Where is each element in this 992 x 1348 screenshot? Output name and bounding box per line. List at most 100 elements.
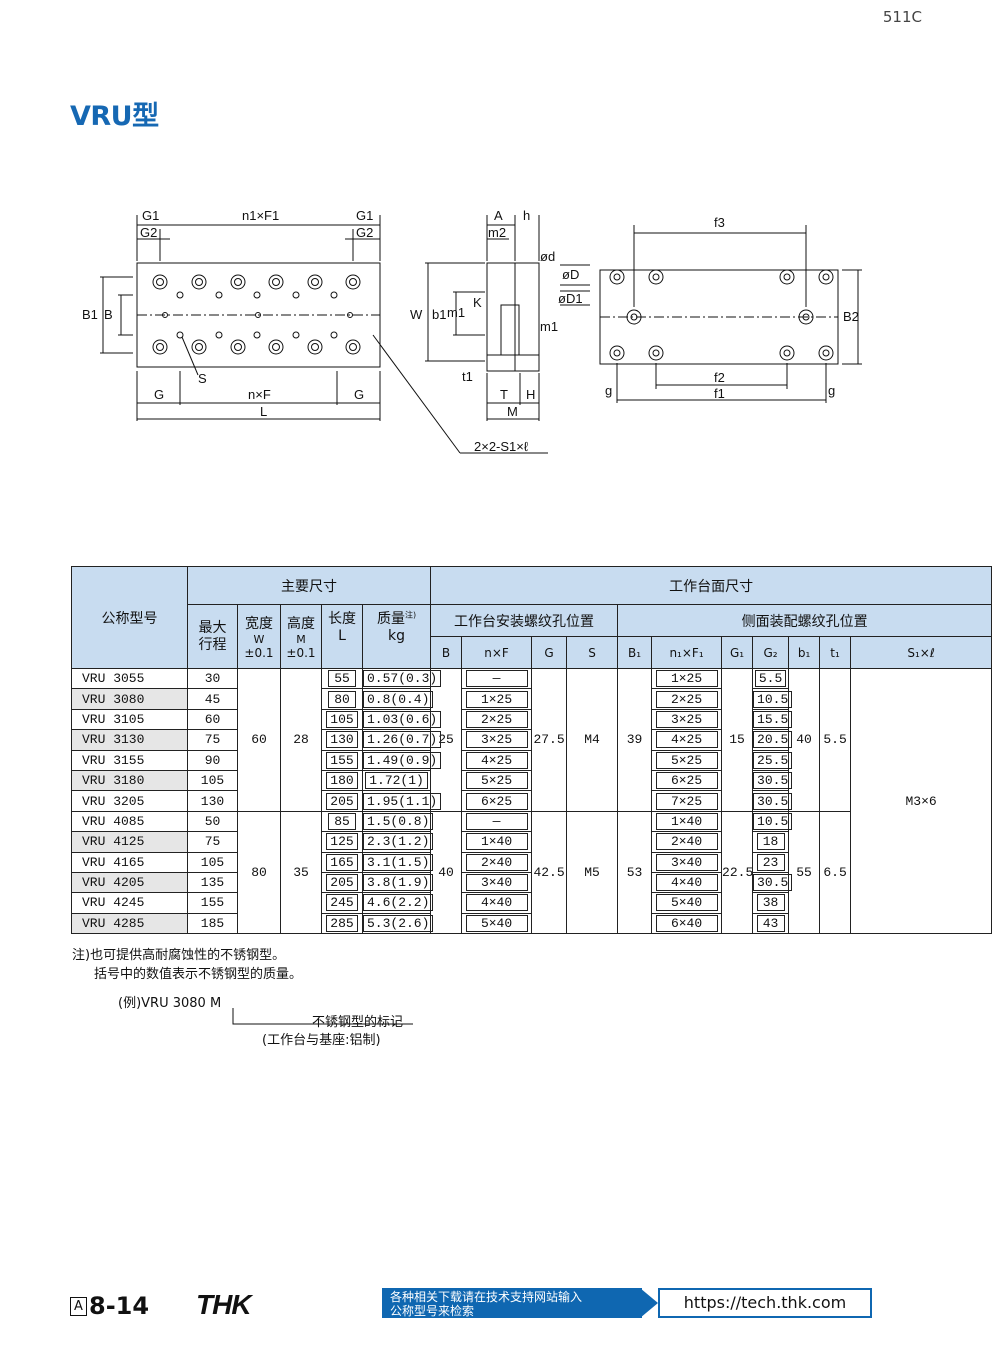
cell-g2: 43 bbox=[752, 912, 790, 935]
cell-nf: — bbox=[461, 667, 533, 690]
cell-b1-small: 55 bbox=[788, 810, 821, 935]
label-t1: t1 bbox=[462, 369, 473, 384]
cell-mass: 1.72(1) bbox=[361, 769, 432, 792]
cell-g1: 22.5 bbox=[721, 810, 753, 935]
cell-nf: 5×40 bbox=[461, 912, 533, 935]
col-g1: G₁ bbox=[721, 636, 754, 669]
col-n1f1: n₁×F₁ bbox=[651, 636, 723, 669]
download-banner[interactable]: 各种相关下载请在技术支持网站输入公称型号来检索 bbox=[382, 1288, 642, 1318]
cell-width: 80 bbox=[237, 810, 281, 935]
label-d: ød bbox=[540, 249, 555, 264]
cell-length: 85 bbox=[321, 810, 363, 833]
label-g-top-left: g bbox=[605, 383, 612, 398]
label-b: B bbox=[104, 307, 113, 322]
cell-b1: 39 bbox=[617, 668, 653, 812]
cell-model: VRU 3080 bbox=[71, 688, 188, 710]
cell-g2: 20.5 bbox=[752, 729, 793, 751]
section-badge: A bbox=[70, 1297, 87, 1316]
example: (例)VRU 3080 M bbox=[118, 992, 221, 1011]
cell-n1f1: 3×40 bbox=[651, 851, 723, 873]
cell-g2: 15.5 bbox=[752, 708, 793, 731]
col-t1: t₁ bbox=[819, 636, 852, 669]
cell-mass: 3.8(1.9) bbox=[361, 871, 434, 894]
label-n1f1: n1×F1 bbox=[242, 208, 279, 223]
cell-g2: 38 bbox=[752, 892, 790, 914]
cell-g1: 15 bbox=[721, 668, 754, 812]
cell-g2: 10.5 bbox=[752, 688, 793, 710]
label-m1-right: m1 bbox=[540, 319, 558, 334]
page-code: 511C bbox=[882, 8, 922, 26]
cell-stroke: 30 bbox=[187, 667, 238, 690]
hdr-main-dims: 主要尺寸 bbox=[186, 566, 432, 605]
label-hh: H bbox=[526, 387, 535, 402]
banner-arrow-icon bbox=[640, 1288, 658, 1318]
label-callout: 2×2-S1×ℓ bbox=[474, 439, 529, 454]
label-g-left: G bbox=[154, 387, 164, 402]
label-w: W bbox=[410, 307, 423, 322]
label-g1-right: G1 bbox=[356, 208, 373, 223]
cell-mass: 4.6(2.2) bbox=[361, 892, 434, 914]
cell-nf: — bbox=[461, 810, 533, 833]
cell-n1f1: 6×25 bbox=[651, 769, 723, 792]
col-g2: G₂ bbox=[752, 636, 790, 669]
cell-length: 105 bbox=[321, 708, 363, 731]
cell-n1f1: 6×40 bbox=[651, 912, 723, 935]
cell-length: 155 bbox=[321, 749, 363, 771]
example-prefix: (例)VRU 3080 bbox=[118, 996, 206, 1011]
cell-mass: 0.57(0.3) bbox=[361, 667, 442, 690]
label-h: h bbox=[523, 208, 530, 223]
hdr-mount-holes: 工作台安装螺纹孔位置 bbox=[430, 604, 619, 637]
cell-length: 125 bbox=[321, 831, 363, 853]
label-b1: B1 bbox=[82, 307, 98, 322]
cell-model: VRU 3155 bbox=[71, 749, 188, 771]
cell-stroke: 185 bbox=[187, 912, 238, 935]
cell-nf: 3×40 bbox=[461, 871, 533, 894]
label-m: M bbox=[507, 404, 518, 419]
cell-model: VRU 3130 bbox=[71, 729, 188, 751]
label-g2-right: G2 bbox=[356, 225, 373, 240]
cell-stroke: 60 bbox=[187, 708, 238, 731]
label-s: S bbox=[198, 371, 207, 386]
cell-nf: 4×25 bbox=[461, 749, 533, 771]
front-view-holes bbox=[152, 274, 361, 355]
cell-model: VRU 3105 bbox=[71, 708, 188, 731]
label-g2-left: G2 bbox=[140, 225, 157, 240]
cell-nf: 2×40 bbox=[461, 851, 533, 873]
label-k: K bbox=[473, 295, 482, 310]
hdr-side-holes: 侧面装配螺纹孔位置 bbox=[617, 604, 992, 637]
cell-n1f1: 1×25 bbox=[651, 667, 723, 690]
cell-mass: 1.95(1.1) bbox=[361, 790, 442, 812]
banner-line-1: 各种相关下载请在技术支持网站输入 bbox=[390, 1290, 583, 1304]
cell-stroke: 135 bbox=[187, 871, 238, 894]
cell-model: VRU 4165 bbox=[71, 851, 188, 873]
cell-model: VRU 4285 bbox=[71, 912, 188, 935]
cell-model: VRU 4205 bbox=[71, 871, 188, 894]
cell-nf: 4×40 bbox=[461, 892, 533, 914]
cell-nf: 2×25 bbox=[461, 708, 533, 731]
cell-s: M4 bbox=[566, 668, 619, 812]
cell-stroke: 130 bbox=[187, 790, 238, 812]
cell-n1f1: 4×40 bbox=[651, 871, 723, 894]
cell-model: VRU 3205 bbox=[71, 790, 188, 812]
label-g-right: G bbox=[354, 387, 364, 402]
label-l: L bbox=[260, 404, 267, 419]
cell-length: 205 bbox=[321, 871, 363, 894]
cell-length: 180 bbox=[321, 769, 363, 792]
col-s: S bbox=[566, 636, 619, 669]
cell-s1l: M3×6 bbox=[850, 667, 992, 935]
cell-mass: 1.5(0.8) bbox=[361, 810, 434, 833]
support-url-link[interactable]: https://tech.thk.com bbox=[658, 1288, 872, 1318]
cell-model: VRU 3055 bbox=[71, 667, 188, 690]
cell-nf: 6×25 bbox=[461, 790, 533, 812]
cell-mass: 2.3(1.2) bbox=[361, 831, 434, 853]
cell-n1f1: 5×25 bbox=[651, 749, 723, 771]
